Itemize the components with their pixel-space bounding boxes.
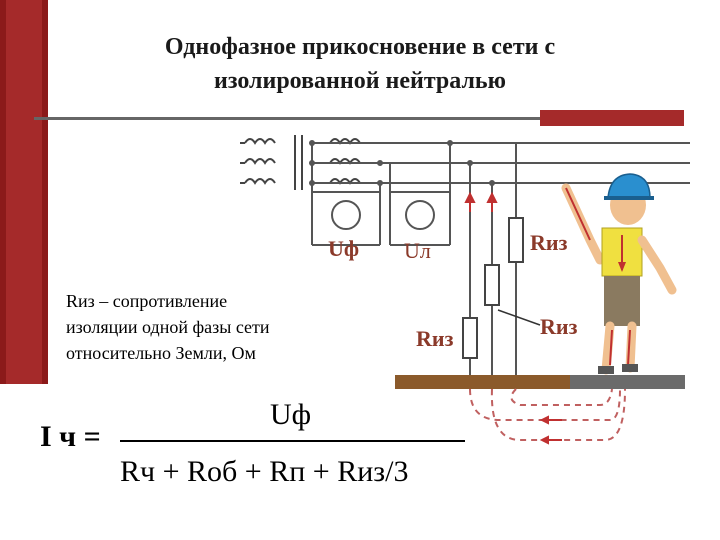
description-line-1: Rиз – сопротивление xyxy=(66,291,228,311)
transformer-secondary-coils xyxy=(329,138,361,185)
label-riz-top: Rиз xyxy=(530,230,568,255)
transformer-primary-coils xyxy=(240,138,276,185)
formula-denominator: Rч + Rоб + Rп + Rиз/3 xyxy=(120,455,409,488)
worker-legs xyxy=(601,321,637,375)
title-line-1: Однофазное прикосновение в сети с xyxy=(164,34,556,60)
title-divider xyxy=(34,117,684,120)
earth-current-arrows xyxy=(539,415,562,445)
hard-hat-icon xyxy=(607,173,651,199)
worker-figure xyxy=(561,173,677,375)
title-divider-accent xyxy=(540,110,684,126)
label-line-voltage: Uл xyxy=(404,238,431,263)
formula-fraction-bar xyxy=(120,440,465,442)
worker-lowered-arm xyxy=(637,235,677,295)
earth-current-paths xyxy=(469,388,626,441)
formula-numerator: Uф xyxy=(270,398,312,431)
slide-title: Однофазное прикосновение в сети с изолир… xyxy=(60,30,660,98)
description-line-3: относительно Земли, Ом xyxy=(66,343,256,363)
voltmeter-phase xyxy=(311,183,381,246)
label-riz-left: Rиз xyxy=(416,326,454,351)
title-line-2: изолированной нейтралью xyxy=(214,68,506,94)
insulation-description: Rиз – сопротивление изоляции одной фазы … xyxy=(66,288,386,366)
label-phase-voltage: Uф xyxy=(328,236,360,261)
ground-surface xyxy=(395,375,685,389)
current-up-arrows xyxy=(464,191,498,212)
formula-lhs: I ч = xyxy=(40,420,101,453)
voltmeter-line xyxy=(389,143,451,246)
worker-shorts xyxy=(604,276,640,326)
transformer-core xyxy=(294,135,303,190)
insulation-resistors xyxy=(462,217,524,359)
description-line-2: изоляции одной фазы сети xyxy=(66,317,270,337)
decorative-left-bar-inner xyxy=(6,0,42,384)
label-riz-right: Rиз xyxy=(540,314,578,339)
riz-pointer-line xyxy=(497,309,541,326)
phase-lines xyxy=(311,142,690,184)
